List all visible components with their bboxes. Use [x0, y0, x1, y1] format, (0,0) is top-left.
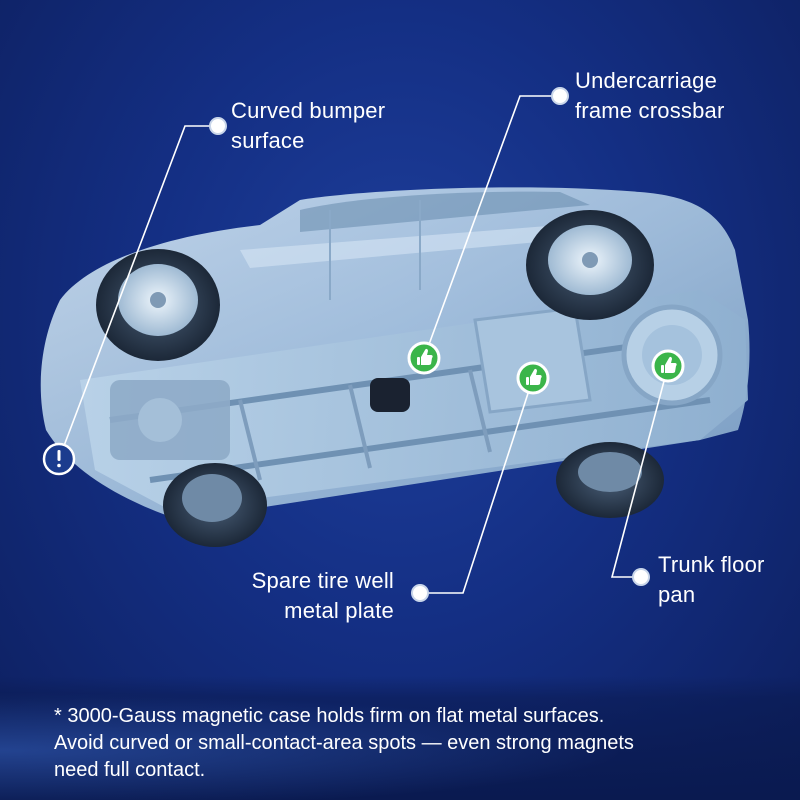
wheel-front-top	[96, 249, 220, 361]
footer-note-line: Avoid curved or small-contact-area spots…	[54, 732, 634, 754]
callout-dot-crossbar	[551, 87, 569, 105]
callout-label-bumper: Curved bumper surface	[231, 96, 385, 156]
wheel-rear-bottom	[556, 442, 664, 518]
badge-spare	[516, 361, 550, 395]
callout-line-crossbar	[423, 95, 559, 359]
callout-label-line: Curved bumper	[231, 98, 386, 123]
callout-lines	[58, 95, 669, 594]
callout-dot-spare	[411, 584, 429, 602]
callout-line-spare	[421, 377, 534, 594]
footer-glow	[0, 676, 800, 800]
thumbs-up-icon	[417, 348, 433, 365]
exclamation-icon	[57, 450, 61, 468]
footer-note: * 3000-Gauss magnetic case holds firm on…	[54, 703, 754, 784]
footer-note-line: * 3000-Gauss magnetic case holds firm on…	[54, 705, 605, 727]
callout-line-trunk	[610, 365, 669, 578]
badge-bumper	[42, 442, 76, 476]
thumbs-up-icon	[661, 356, 677, 373]
callout-dot-trunk	[632, 568, 650, 586]
badge-crossbar	[407, 341, 441, 375]
footer-note-line: need full contact.	[54, 759, 206, 781]
callout-line-bumper	[58, 125, 217, 460]
callout-label-line: Undercarriage	[575, 68, 718, 93]
callout-label-crossbar: Undercarriage frame crossbar	[575, 66, 725, 126]
callout-label-line: surface	[231, 128, 305, 153]
callout-label-line: Spare tire well	[251, 568, 394, 593]
footer-band	[0, 676, 800, 800]
callout-label-line: metal plate	[284, 598, 394, 623]
thumbs-up-icon	[526, 368, 542, 385]
callout-label-line: Trunk floor	[658, 552, 765, 577]
callout-label-spare: Spare tire well metal plate	[234, 566, 394, 626]
callout-label-line: frame crossbar	[575, 98, 725, 123]
callout-dots	[209, 87, 650, 602]
callout-label-line: pan	[658, 582, 696, 607]
callout-label-trunk: Trunk floor pan	[658, 550, 765, 610]
callout-dot-bumper	[209, 117, 227, 135]
badge-trunk	[651, 349, 685, 383]
wheel-rear-top	[526, 210, 654, 320]
wheel-front-bottom	[163, 463, 267, 547]
